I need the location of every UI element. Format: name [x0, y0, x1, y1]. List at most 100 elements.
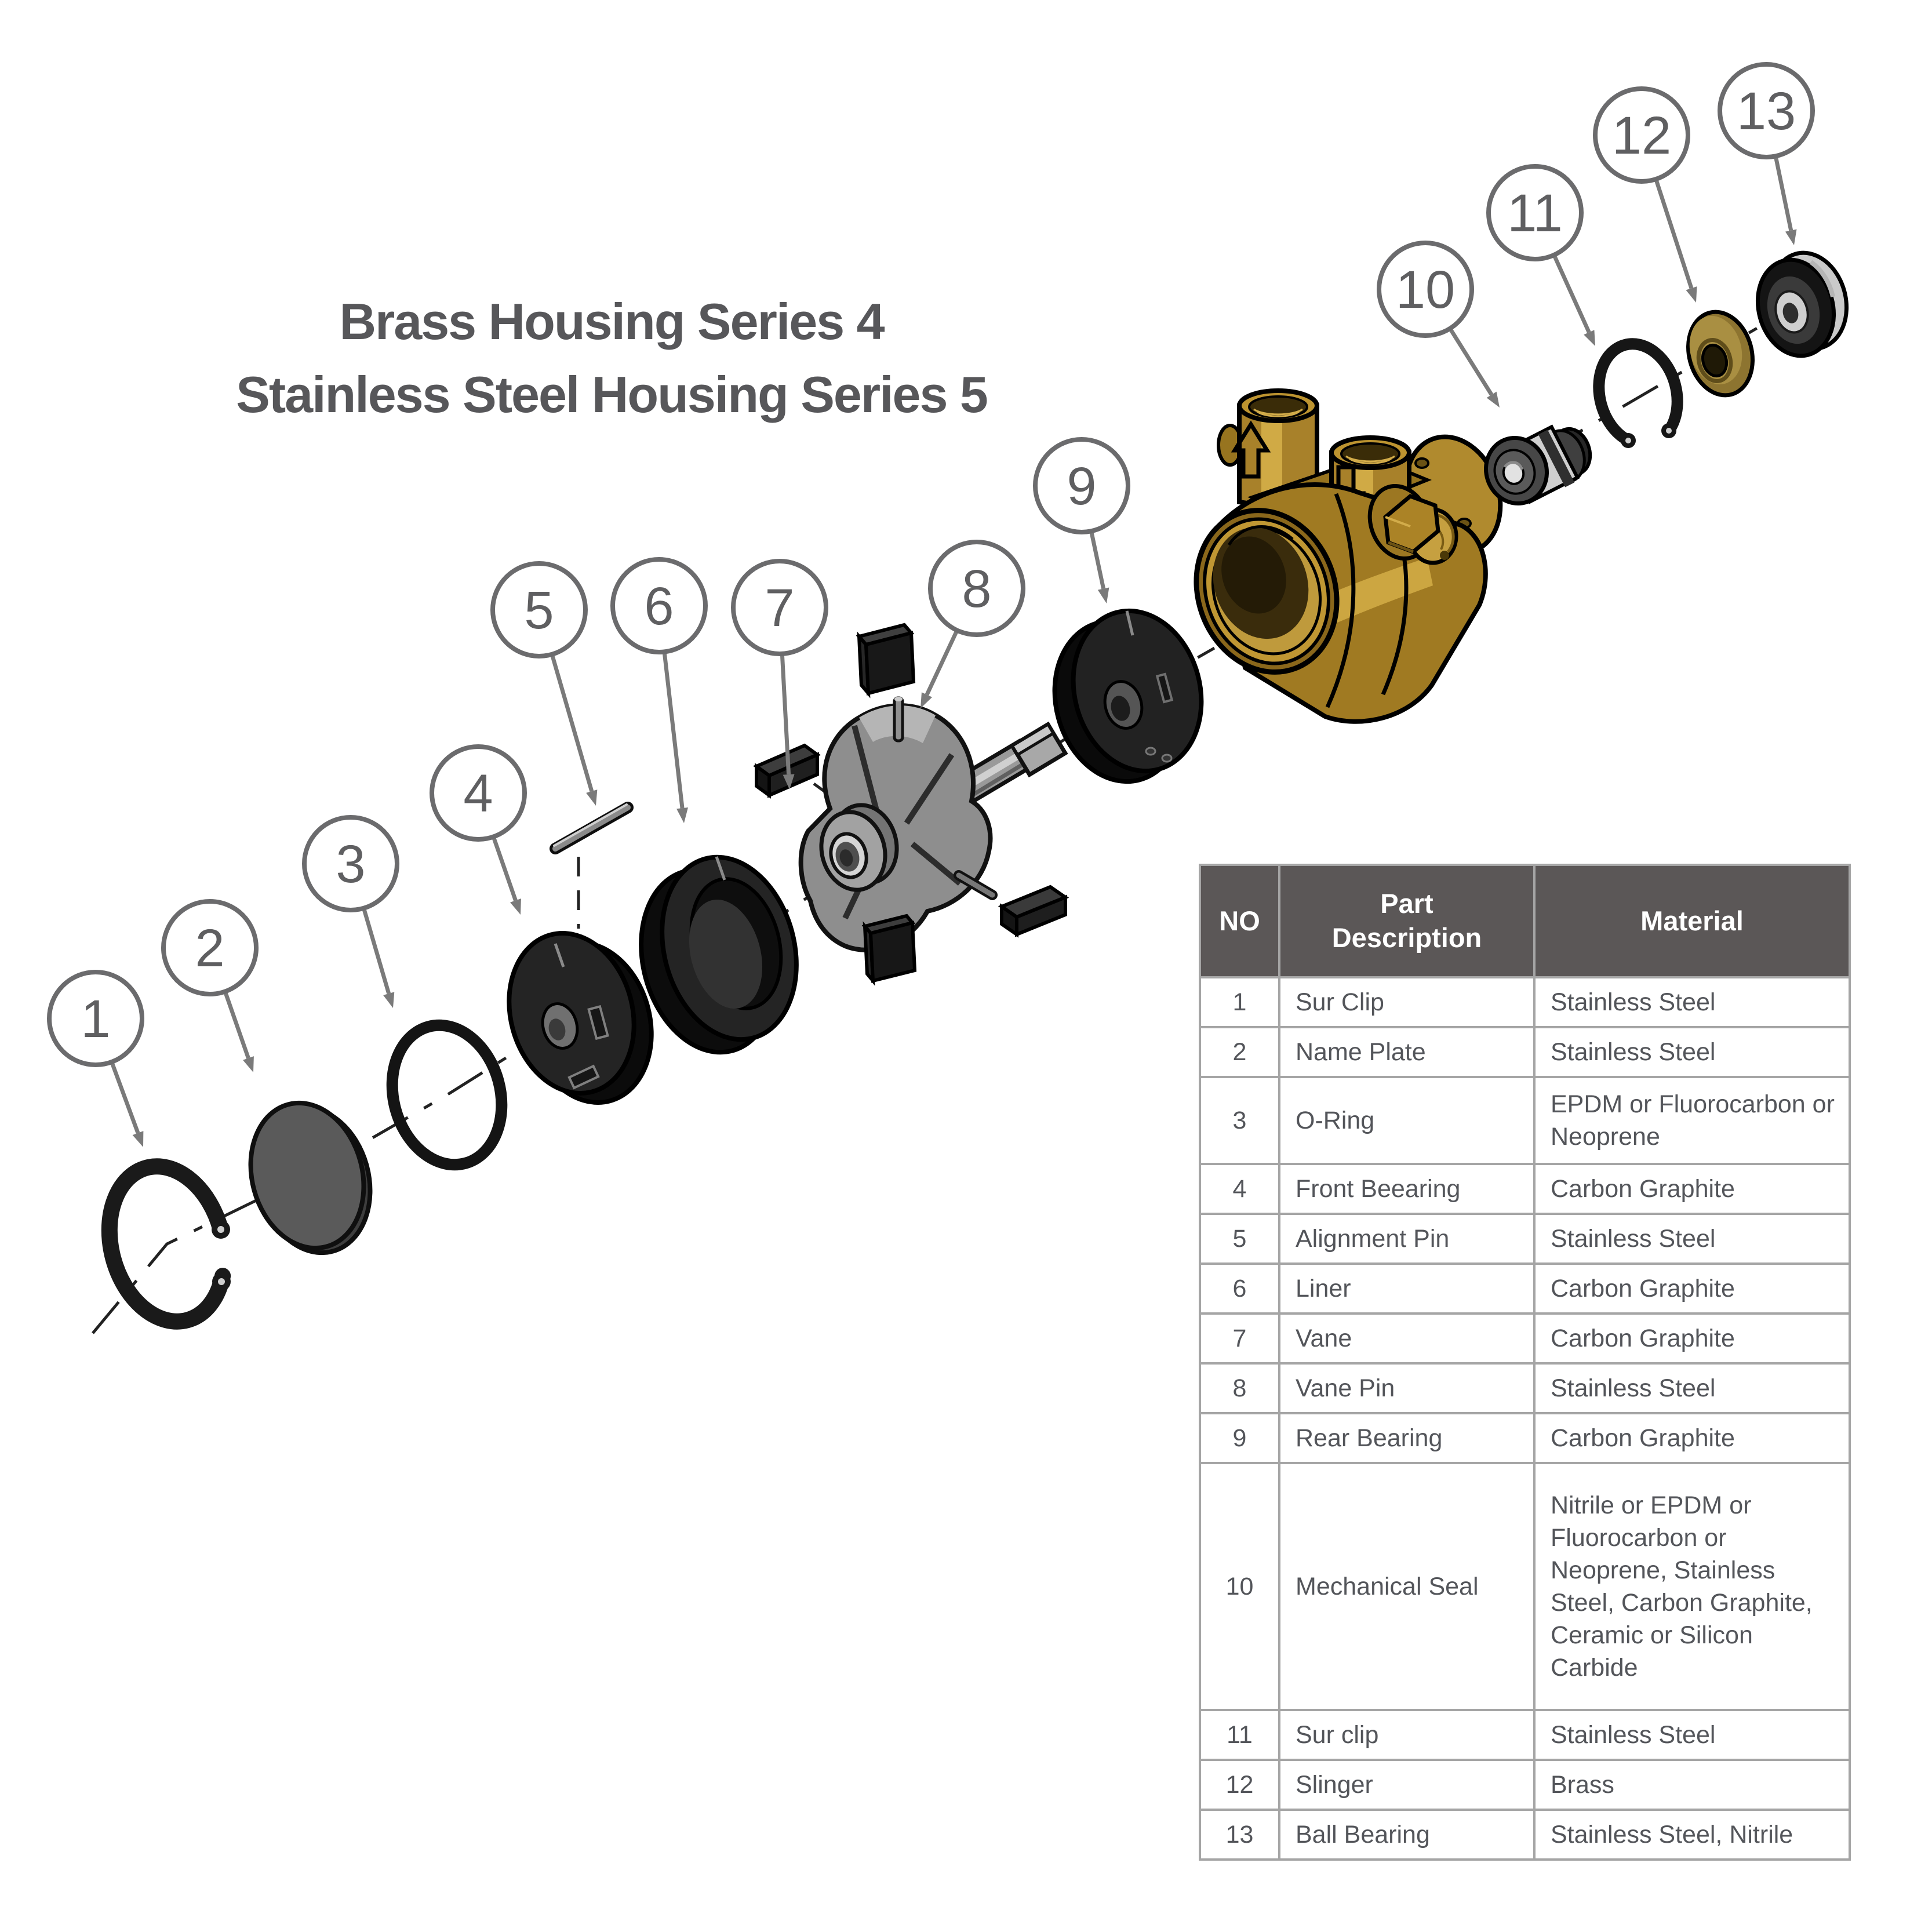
part-sur-clip-front — [101, 1158, 233, 1330]
leader-line — [550, 653, 594, 792]
header-no: NO — [1199, 864, 1280, 978]
leader-arrowhead-icon — [1097, 587, 1109, 603]
cell-mat: Stainless Steel — [1533, 1709, 1851, 1761]
part-brass-housing — [1194, 388, 1503, 724]
leader-arrowhead-icon — [242, 1056, 254, 1072]
leader-arrowhead-icon — [1486, 391, 1500, 407]
callout-circle — [1593, 86, 1690, 184]
housing-opening — [1194, 508, 1340, 675]
callout-circle — [1718, 62, 1815, 159]
part-alignment-pin — [550, 802, 634, 854]
vane-bottom — [861, 914, 917, 986]
cell-no: 4 — [1199, 1163, 1280, 1215]
cell-no: 1 — [1199, 976, 1280, 1028]
leader-arrowhead-icon — [1785, 229, 1797, 245]
callout-number: 10 — [1396, 260, 1455, 319]
callout-number: 9 — [1067, 457, 1096, 516]
leader-arrowhead-icon — [132, 1131, 144, 1147]
leader-arrowhead-icon — [1686, 286, 1697, 303]
cell-part: Vane Pin — [1278, 1362, 1536, 1414]
vane-top — [856, 623, 916, 698]
callout-number: 3 — [336, 835, 365, 894]
callout-circle — [490, 561, 588, 658]
leader-line — [110, 1061, 140, 1134]
cell-mat: Stainless Steel — [1533, 1362, 1851, 1414]
leader-line — [491, 836, 518, 901]
cell-mat: Carbon Graphite — [1533, 1163, 1851, 1215]
cell-mat: Stainless Steel — [1533, 976, 1851, 1028]
part-sur-clip-rear — [1593, 338, 1683, 450]
cell-no: 7 — [1199, 1312, 1280, 1365]
cell-part: Name Plate — [1278, 1026, 1536, 1078]
cell-mat: Carbon Graphite — [1533, 1412, 1851, 1464]
cell-mat: Stainless Steel — [1533, 1026, 1851, 1078]
callout-number: 8 — [962, 559, 991, 618]
leader-arrowhead-icon — [586, 789, 598, 806]
callout-circle — [47, 970, 144, 1067]
callout-leaders — [110, 155, 1797, 1147]
callout-number: 4 — [463, 764, 493, 823]
shaft-key-end — [1009, 721, 1068, 778]
header-part-description: Part Description — [1278, 864, 1536, 978]
leader-line — [223, 991, 250, 1059]
cell-part: Alignment Pin — [1278, 1213, 1536, 1265]
title-line-2: Stainless Steel Housing Series 5 — [236, 366, 988, 423]
cell-no: 8 — [1199, 1362, 1280, 1414]
part-liner — [639, 854, 799, 1055]
part-vane-pins — [893, 696, 998, 900]
parts-table-header-row: NO Part Description Material — [1199, 864, 1851, 978]
callout-circle — [430, 744, 527, 842]
cell-mat: Stainless Steel, Nitrile — [1533, 1809, 1851, 1861]
header-material: Material — [1533, 864, 1851, 978]
callout-circle — [1033, 437, 1130, 534]
callout-number: 6 — [644, 577, 674, 636]
cell-part: O-Ring — [1278, 1076, 1536, 1165]
cell-part: Liner — [1278, 1262, 1536, 1315]
cell-no: 3 — [1199, 1076, 1280, 1165]
cell-part: Slinger — [1278, 1759, 1536, 1811]
cell-no: 2 — [1199, 1026, 1280, 1078]
leader-arrowhead-icon — [1584, 330, 1595, 346]
callout-circle — [731, 559, 828, 656]
flow-up-arrow-icon — [1231, 420, 1271, 479]
cell-part: Ball Bearing — [1278, 1809, 1536, 1861]
leader-line — [1552, 254, 1591, 333]
cell-part: Sur clip — [1278, 1709, 1536, 1761]
cell-part: Rear Bearing — [1278, 1412, 1536, 1464]
part-rear-bearing — [1052, 608, 1204, 784]
callout-number: 13 — [1737, 82, 1796, 141]
part-slinger — [1686, 310, 1755, 398]
cell-mat: Carbon Graphite — [1533, 1312, 1851, 1365]
cell-mat: EPDM or Fluorocarbon or Neoprene — [1533, 1076, 1851, 1165]
part-o-ring — [386, 1019, 508, 1171]
cell-no: 10 — [1199, 1462, 1280, 1711]
cell-no: 13 — [1199, 1809, 1280, 1861]
leader-arrowhead-icon — [783, 774, 795, 789]
cell-mat: Stainless Steel — [1533, 1213, 1851, 1265]
cell-part: Sur Clip — [1278, 976, 1536, 1028]
leader-arrowhead-icon — [920, 692, 933, 708]
leader-line — [1448, 327, 1494, 396]
leader-line — [1773, 155, 1793, 231]
leader-arrowhead-icon — [676, 807, 688, 823]
callout-circle — [161, 899, 259, 996]
part-front-bearing — [507, 931, 654, 1105]
rotor-shaft-assembly — [798, 703, 1068, 952]
cell-no: 5 — [1199, 1213, 1280, 1265]
callout-circle — [928, 540, 1025, 637]
leader-arrowhead-icon — [383, 992, 395, 1008]
part-name-plate — [248, 1100, 373, 1256]
